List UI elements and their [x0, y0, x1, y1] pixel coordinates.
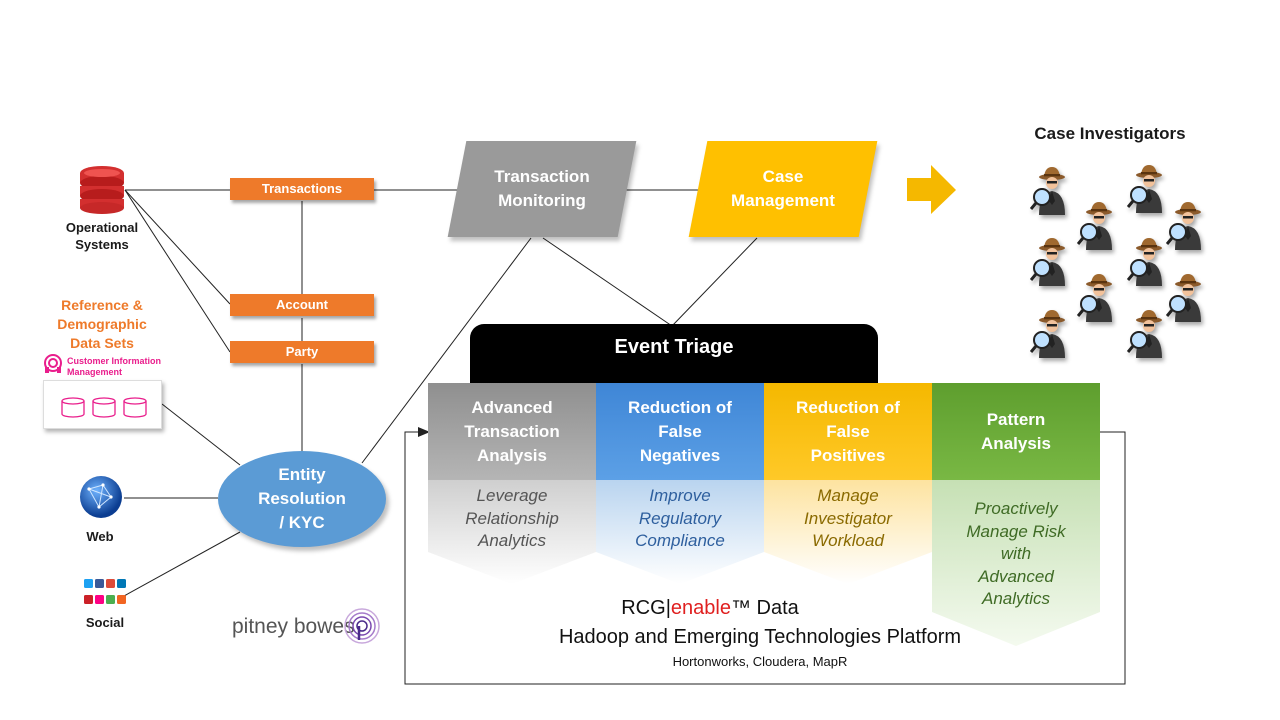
platform-title: RCG|enable™ Data: [621, 597, 799, 619]
social-label: Social: [85, 615, 125, 630]
investigator-icon: [1029, 236, 1070, 288]
web-label: Web: [86, 529, 114, 544]
cim-logo-icon: [44, 354, 62, 373]
investigator-icon: [1165, 272, 1206, 324]
col-3-body: [764, 480, 932, 584]
investigator-icon: [1126, 308, 1167, 360]
party-box: Party: [230, 341, 374, 363]
investigator-icon: [1165, 200, 1206, 252]
social-media-icons: [84, 579, 126, 604]
investigator-icon: [1126, 163, 1167, 215]
database-icon: [80, 166, 124, 214]
cim-datastore-panel: [43, 380, 162, 429]
col-4-body: [932, 480, 1100, 646]
account-box: Account: [230, 294, 374, 316]
platform-subtitle: Hadoop and Emerging Technologies Platfor…: [558, 626, 962, 648]
platform-vendors: Hortonworks, Cloudera, MapR: [672, 654, 848, 669]
flow-arrow: [907, 165, 956, 214]
column-chevrons: [428, 480, 1100, 646]
investigator-icon: [1029, 308, 1070, 360]
pitney-bowes-logo-text: pitney bowes: [232, 615, 355, 638]
investigator-icon: [1076, 272, 1117, 324]
case-investigators-title: Case Investigators: [1034, 124, 1186, 143]
transactions-box: Transactions: [230, 178, 374, 200]
investigator-icon: [1076, 200, 1117, 252]
globe-icon: [80, 476, 122, 518]
investigator-icon: [1029, 165, 1070, 217]
investigator-icon: [1126, 236, 1167, 288]
col-2-body: [596, 480, 764, 584]
pitney-bowes-logo-icon: [344, 608, 380, 644]
event-triage-header: Event Triage: [470, 324, 878, 394]
col-1-body: [428, 480, 596, 584]
